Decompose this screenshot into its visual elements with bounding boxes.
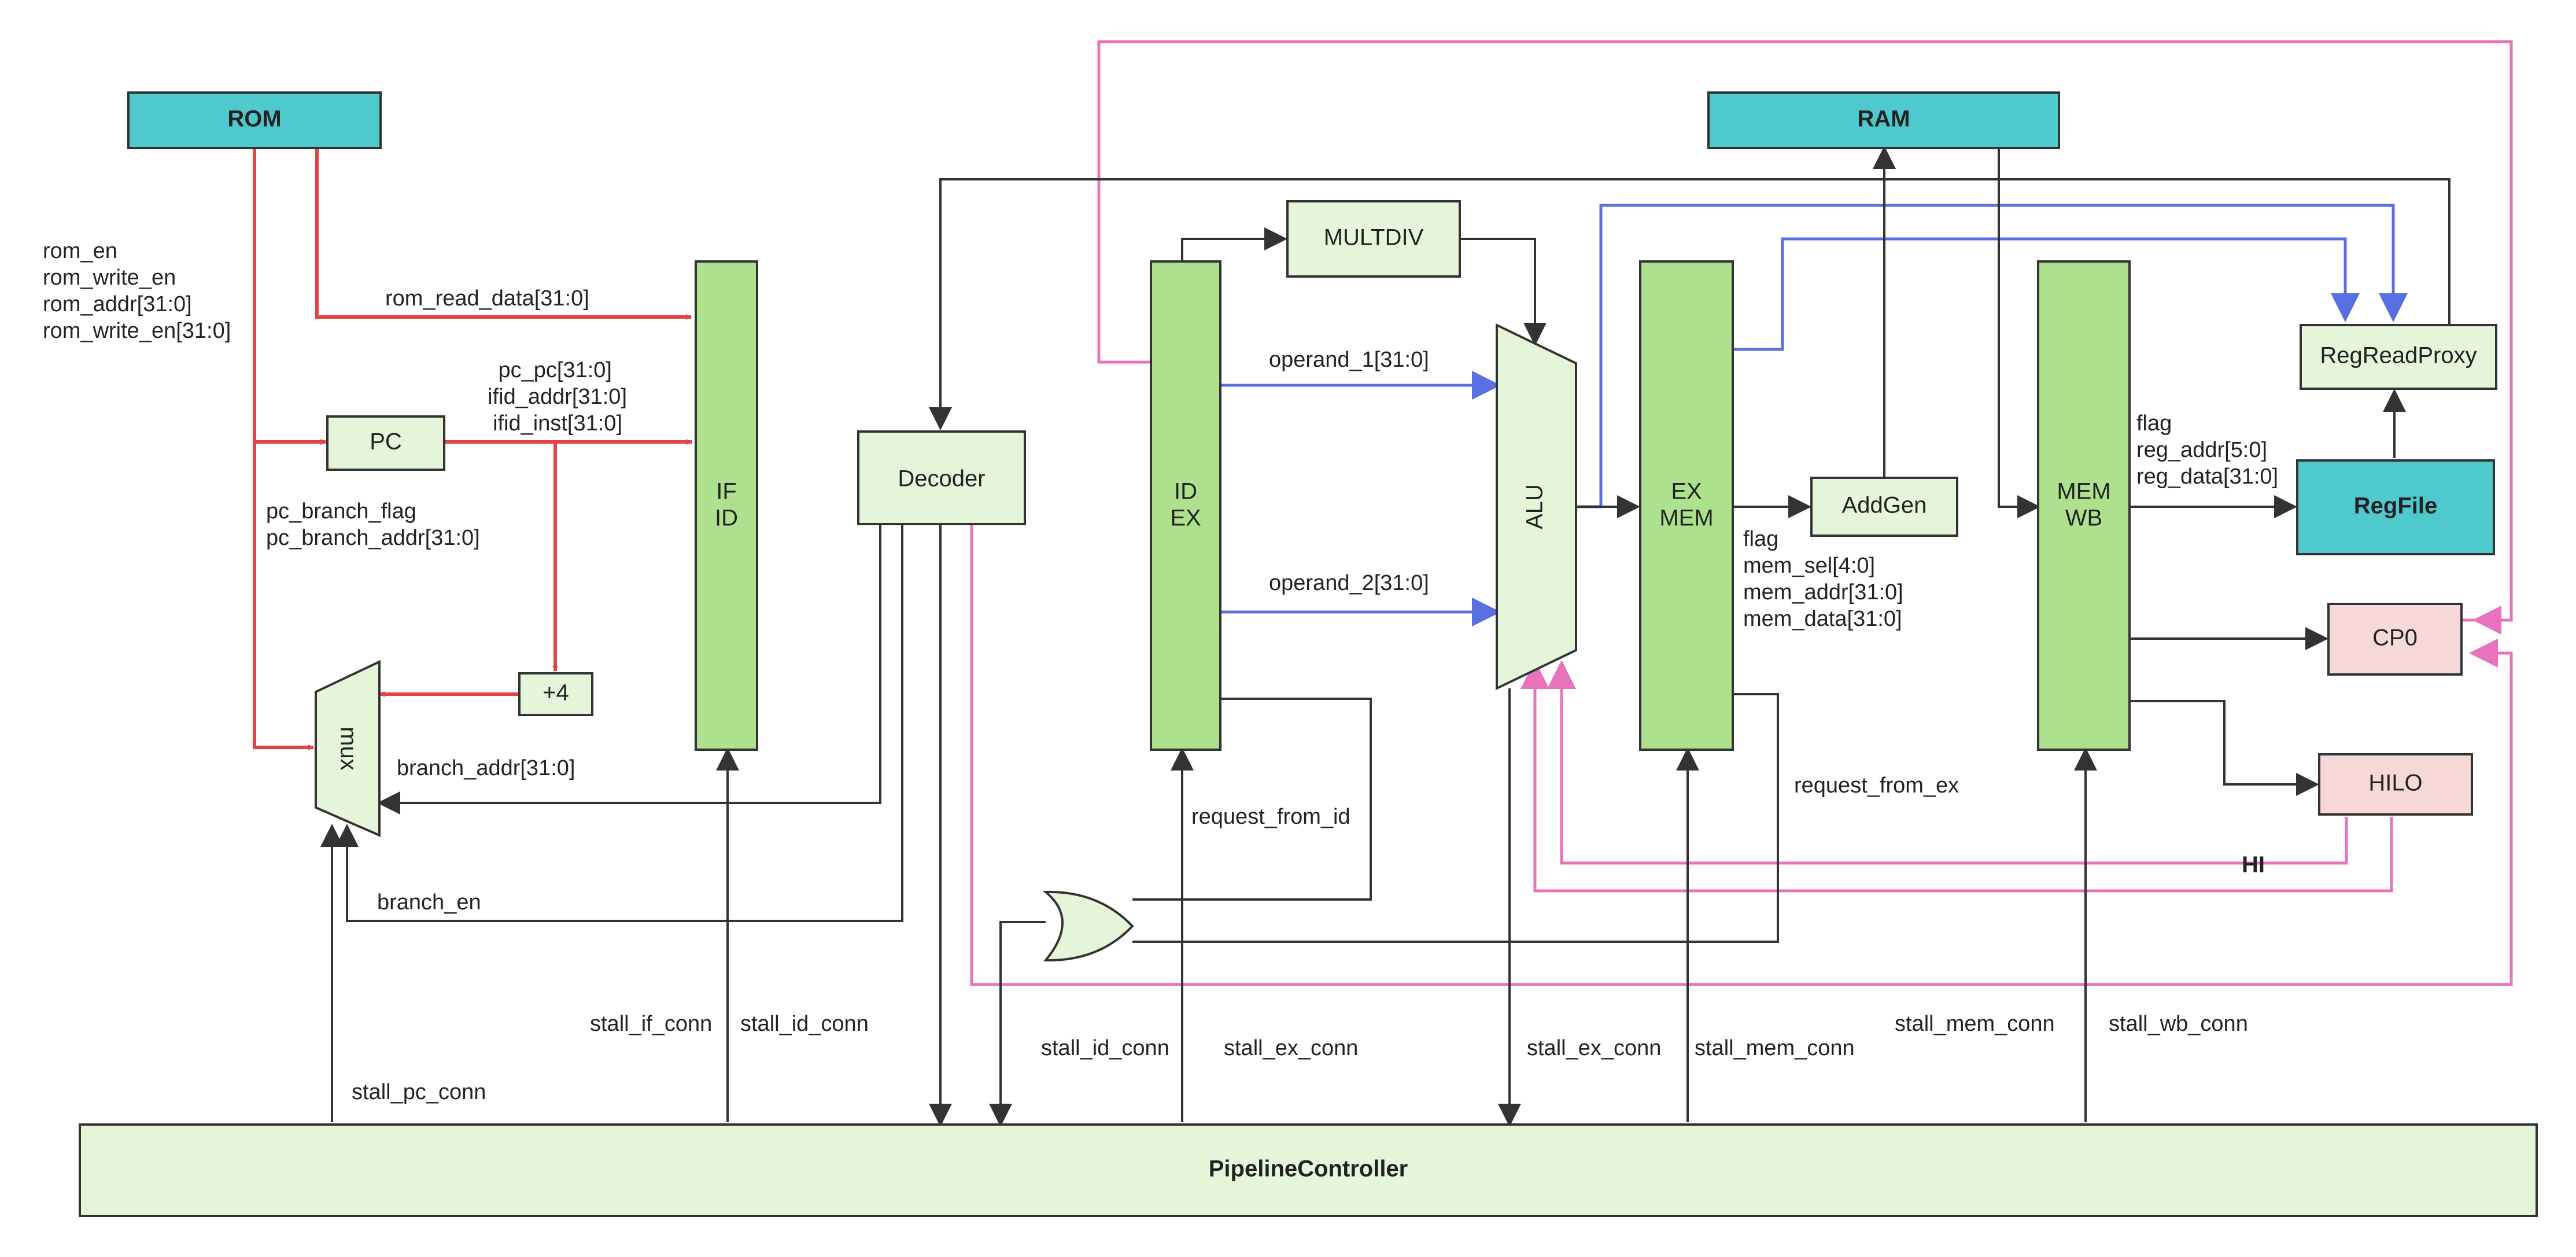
plus4-label: +4: [542, 680, 569, 706]
alu-label: ALU: [1522, 484, 1548, 529]
blocks: ROM RAM PC +4 mux IF ID De: [79, 91, 2538, 1217]
id-ex-register[interactable]: ID EX: [1150, 260, 1221, 751]
decoder-block[interactable]: Decoder: [857, 430, 1026, 525]
exmem-output-label: flag: [1743, 527, 1778, 551]
stall-ex-conn-label: stall_ex_conn: [1527, 1036, 1661, 1060]
stall-id-conn-label: stall_id_conn: [740, 1012, 869, 1036]
pc-output-label: pc_pc[31:0]: [499, 358, 612, 382]
stall-if-conn-label: stall_if_conn: [590, 1012, 712, 1036]
exmem-output-label: mem_data[31:0]: [1743, 607, 1902, 631]
hi-label: HI: [2242, 852, 2265, 878]
pc-block[interactable]: PC: [326, 415, 445, 471]
operand-1-label: operand_1[31:0]: [1269, 348, 1429, 372]
exmem-output-label: mem_sel[4:0]: [1743, 554, 1875, 578]
mem-wb-label-bottom: WB: [2065, 506, 2102, 531]
rom-label: ROM: [227, 106, 281, 132]
stall-ex-conn-label: stall_ex_conn: [1224, 1036, 1358, 1060]
if-id-label-top: IF: [716, 479, 737, 504]
cp0-label: CP0: [2372, 625, 2418, 651]
regreadproxy-block[interactable]: RegReadProxy: [2300, 324, 2497, 390]
regfile-block[interactable]: RegFile: [2296, 459, 2495, 555]
mux-label: mux: [335, 727, 361, 771]
pc-output-label: ifid_inst[31:0]: [493, 411, 622, 436]
regreadproxy-label: RegReadProxy: [2320, 343, 2477, 368]
red-wires: [253, 148, 692, 750]
addgen-label: AddGen: [1842, 493, 1927, 518]
or-gate[interactable]: [1042, 890, 1134, 962]
memwb-output-label: reg_addr[5:0]: [2136, 438, 2267, 462]
pc-output-label: ifid_addr[31:0]: [488, 385, 627, 409]
cp0-block[interactable]: CP0: [2327, 603, 2463, 676]
hilo-label: HILO: [2368, 771, 2422, 796]
alu-block[interactable]: ALU: [1496, 323, 1577, 691]
stall-wb-conn-label: stall_wb_conn: [2109, 1012, 2248, 1036]
pc-branch-label: pc_branch_addr[31:0]: [266, 526, 480, 550]
rom-signal-label: rom_write_en: [43, 266, 176, 290]
memwb-output-label: reg_data[31:0]: [2136, 465, 2278, 489]
stall-mem-conn-label: stall_mem_conn: [1895, 1012, 2055, 1036]
rom-block[interactable]: ROM: [127, 91, 382, 149]
pipeline-controller-label: PipelineController: [1209, 1156, 1408, 1182]
request-from-id-label: request_from_id: [1191, 805, 1350, 829]
stall-mem-conn-label: stall_mem_conn: [1695, 1036, 1855, 1060]
dark-wires: [320, 146, 2450, 1127]
multdiv-label: MULTDIV: [1324, 225, 1424, 250]
wires: [253, 40, 2513, 1127]
id-ex-label-bottom: EX: [1170, 506, 1201, 531]
branch-addr-label: branch_addr[31:0]: [397, 756, 575, 780]
hilo-block[interactable]: HILO: [2318, 753, 2473, 816]
pc-label: PC: [370, 429, 402, 455]
request-from-ex-label: request_from_ex: [1794, 773, 1959, 798]
addgen-block[interactable]: AddGen: [1810, 477, 1958, 537]
exmem-output-label: mem_addr[31:0]: [1743, 580, 1903, 604]
rom-signal-label: rom_en: [43, 239, 117, 263]
pipeline-controller-block[interactable]: PipelineController: [79, 1123, 2538, 1217]
decoder-label: Decoder: [898, 466, 985, 492]
stall-id-conn-label: stall_id_conn: [1041, 1036, 1169, 1060]
plus4-block[interactable]: +4: [518, 672, 593, 716]
ram-label: RAM: [1857, 106, 1910, 132]
ex-mem-label-top: EX: [1671, 479, 1702, 504]
ex-mem-register[interactable]: EX MEM: [1639, 260, 1734, 751]
regfile-label: RegFile: [2354, 493, 2437, 519]
pink-wires: [970, 40, 2513, 986]
rom-read-data-label: rom_read_data[31:0]: [385, 286, 589, 311]
memwb-output-label: flag: [2136, 411, 2172, 436]
branch-en-label: branch_en: [377, 890, 481, 915]
rom-signal-label: rom_addr[31:0]: [43, 292, 192, 316]
id-ex-label-top: ID: [1174, 479, 1197, 504]
if-id-label-bottom: ID: [715, 506, 738, 531]
rom-signal-label: rom_write_en[31:0]: [43, 319, 231, 343]
ex-mem-label-bottom: MEM: [1659, 506, 1713, 531]
pc-branch-label: pc_branch_flag: [266, 499, 416, 524]
mem-wb-label-top: MEM: [2057, 479, 2110, 504]
mem-wb-register[interactable]: MEM WB: [2037, 260, 2131, 751]
ram-block[interactable]: RAM: [1707, 91, 2060, 149]
signal-labels: rom_en rom_write_en rom_addr[31:0] rom_w…: [43, 239, 2278, 1104]
mux-block[interactable]: mux: [315, 659, 381, 838]
operand-2-label: operand_2[31:0]: [1269, 571, 1429, 595]
multdiv-block[interactable]: MULTDIV: [1286, 200, 1461, 278]
if-id-register[interactable]: IF ID: [695, 260, 758, 751]
stall-pc-conn-label: stall_pc_conn: [352, 1080, 486, 1104]
